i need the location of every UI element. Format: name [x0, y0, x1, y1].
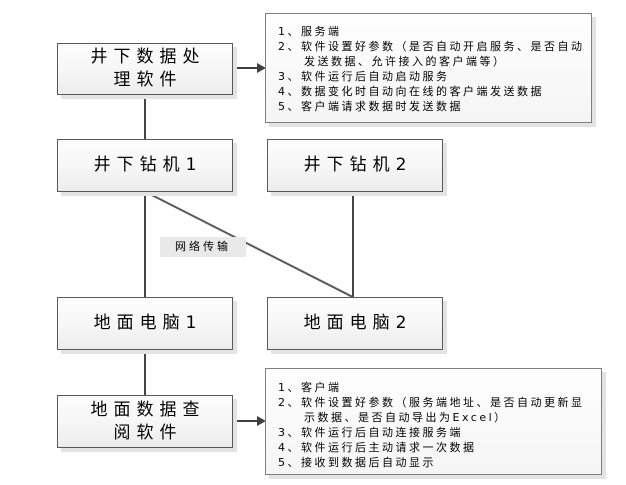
node-underground-drill-1: 井下钻机1	[57, 139, 233, 192]
node-label: 井下数据处 理软件	[90, 47, 206, 90]
note-item: 2、软件设置好参数（服务端地址、是否自动更新显示数据、是否自动导出为Excel）	[278, 396, 585, 424]
connector-drill2-to-pc2	[352, 192, 354, 297]
note-item: 2、软件设置好参数（是否自动开启服务、是否自动发送数据、允许接入的客户端等）	[278, 40, 585, 68]
node-underground-drill-2: 井下钻机2	[267, 139, 443, 192]
connector-pc1-to-surface-software	[144, 350, 146, 395]
connector-drill1-to-pc1	[144, 192, 146, 297]
note-item: 3、软件运行后自动启动服务	[278, 70, 450, 83]
server-notes-box: 1、服务端 2、软件设置好参数（是否自动开启服务、是否自动发送数据、允许接入的客…	[265, 13, 592, 123]
note-item: 4、数据变化时自动向在线的客户端发送数据	[278, 85, 544, 98]
client-notes-box: 1、客户端 2、软件设置好参数（服务端地址、是否自动更新显示数据、是否自动导出为…	[265, 368, 602, 475]
connector-software-to-drill1	[144, 95, 146, 139]
node-surface-computer-2: 地面电脑2	[267, 297, 443, 350]
note-item: 5、客户端请求数据时发送数据	[278, 100, 463, 113]
node-label: 地面数据查 阅软件	[90, 399, 206, 443]
note-item: 1、服务端	[278, 25, 342, 38]
note-item: 1、客户端	[278, 381, 342, 394]
arrowhead-right-icon	[257, 63, 266, 73]
node-label: 地面电脑2	[303, 313, 413, 333]
arrowhead-right-icon	[257, 416, 266, 426]
note-item: 5、接收到数据后自动显示	[278, 456, 436, 469]
node-label: 井下钻机1	[93, 155, 203, 175]
note-item: 3、软件运行后自动连接服务端	[278, 426, 463, 439]
node-surface-computer-1: 地面电脑1	[57, 297, 233, 350]
edge-label-network-transfer: 网络传输	[160, 237, 246, 257]
arrow-software-to-client-notes	[234, 420, 258, 422]
node-label: 井下钻机2	[303, 155, 413, 175]
node-label: 地面电脑1	[93, 313, 203, 333]
node-underground-data-software: 井下数据处 理软件	[57, 43, 233, 95]
note-item: 4、软件运行后主动请求一次数据	[278, 441, 477, 454]
node-surface-data-viewer-software: 地面数据查 阅软件	[57, 395, 233, 448]
arrow-software-to-server-notes	[234, 67, 258, 69]
